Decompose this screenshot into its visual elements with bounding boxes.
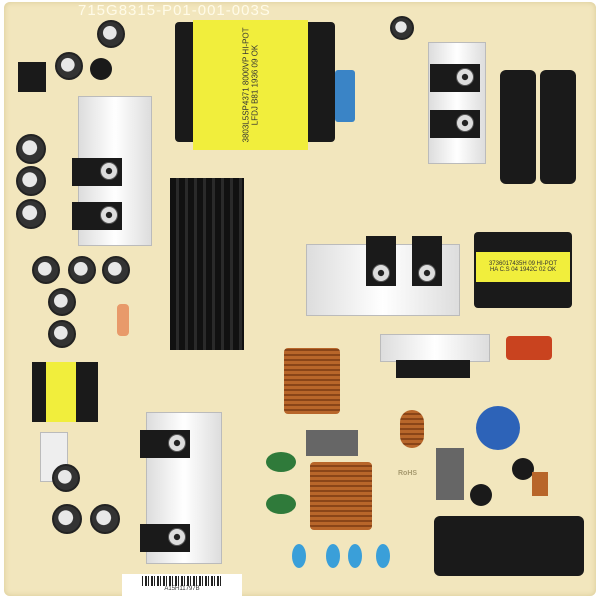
common-mode-choke bbox=[284, 348, 340, 414]
standby-transformer: 3736017435H 09 HI-POT HA C.S 04 1942C 02… bbox=[476, 252, 570, 282]
transformer-label-line2: LFDJ B81 1936 09 OK bbox=[250, 44, 260, 126]
screw bbox=[456, 114, 474, 132]
film-capacitor bbox=[335, 70, 355, 122]
ceramic-capacitor bbox=[326, 544, 340, 568]
screw bbox=[100, 162, 118, 180]
y-capacitor bbox=[266, 452, 296, 472]
inductor bbox=[90, 58, 112, 80]
transformer-label-line1: 3803L5SP4371 8000VP HI-POT bbox=[241, 27, 251, 143]
y-capacitor bbox=[266, 494, 296, 514]
capacitor bbox=[390, 16, 414, 40]
capacitor bbox=[48, 288, 76, 316]
screw bbox=[168, 528, 186, 546]
inductor bbox=[512, 458, 534, 480]
capacitor bbox=[55, 52, 83, 80]
black-heatsink bbox=[170, 178, 244, 350]
capacitor bbox=[90, 504, 120, 534]
small-transformer bbox=[46, 362, 76, 422]
screw bbox=[372, 264, 390, 282]
capacitor bbox=[52, 464, 80, 492]
barcode-label: A15H11797B bbox=[122, 574, 242, 596]
capacitor bbox=[16, 166, 46, 196]
capacitor bbox=[97, 20, 125, 48]
screw bbox=[100, 206, 118, 224]
screw bbox=[168, 434, 186, 452]
capacitor bbox=[470, 484, 492, 506]
heatsink bbox=[428, 42, 486, 164]
relay bbox=[436, 448, 464, 500]
ceramic-capacitor bbox=[292, 544, 306, 568]
ceramic-capacitor bbox=[348, 544, 362, 568]
part-number-silkscreen: 715G8315-P01-001-003S bbox=[78, 2, 271, 19]
capacitor bbox=[102, 256, 130, 284]
x-capacitor bbox=[506, 336, 552, 360]
bridge-rectifier bbox=[306, 430, 358, 456]
capacitor bbox=[32, 256, 60, 284]
connector bbox=[18, 62, 46, 92]
resistor bbox=[117, 304, 129, 336]
main-transformer: 3803L5SP4371 8000VP HI-POT LFDJ B81 1936… bbox=[193, 20, 308, 150]
capacitor bbox=[16, 199, 46, 229]
screw bbox=[456, 68, 474, 86]
regulator bbox=[396, 360, 470, 378]
capacitor bbox=[52, 504, 82, 534]
transformer-label-line1: 3736017435H 09 HI-POT bbox=[488, 261, 558, 267]
transformer-label-line2: HA C.S 04 1942C 02 OK bbox=[489, 267, 557, 273]
heatsink bbox=[380, 334, 490, 362]
rohs-mark: RoHS bbox=[398, 470, 418, 477]
barcode bbox=[142, 576, 222, 586]
screw bbox=[418, 264, 436, 282]
electrolytic-capacitor bbox=[540, 70, 576, 184]
electrolytic-capacitor bbox=[500, 70, 536, 184]
capacitor bbox=[16, 134, 46, 164]
common-mode-choke bbox=[310, 462, 372, 530]
ac-input-connector bbox=[434, 516, 584, 576]
capacitor bbox=[48, 320, 76, 348]
inductor bbox=[400, 410, 424, 448]
capacitor bbox=[68, 256, 96, 284]
ceramic-capacitor bbox=[376, 544, 390, 568]
barcode-text: A15H11797B bbox=[164, 586, 200, 592]
fuse bbox=[532, 472, 548, 496]
varistor bbox=[476, 406, 520, 450]
